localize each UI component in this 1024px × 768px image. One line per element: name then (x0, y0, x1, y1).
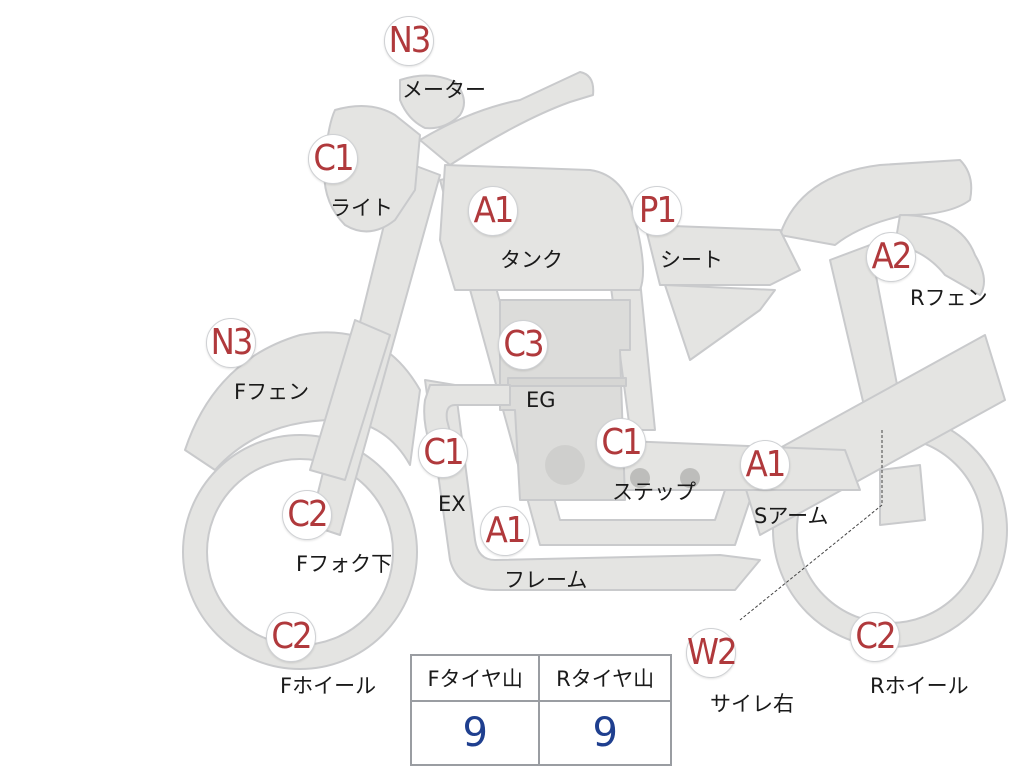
grade-badge: C2 (850, 612, 900, 662)
grade-badge: A2 (866, 232, 916, 282)
grade-badge: P1 (632, 186, 682, 236)
grade-badge: N3 (206, 318, 256, 368)
grade-badge: C1 (308, 134, 358, 184)
part-label: Rフェン (910, 286, 988, 310)
part-label: EX (438, 492, 466, 516)
seat-shape (779, 159, 973, 246)
muffler-leader-line (739, 430, 883, 621)
rear-tire-tread-header: Rタイヤ山 (538, 654, 672, 702)
front-tire-tread-value: 9 (409, 700, 541, 766)
part-label: EG (526, 388, 556, 412)
part-label: Fフェン (234, 380, 310, 404)
grade-badge: C3 (498, 320, 548, 370)
handlebar-shape (419, 71, 595, 166)
part-label: Sアーム (754, 504, 829, 528)
meter-shape (399, 74, 465, 130)
grade-badge: C2 (282, 490, 332, 540)
part-label: Rホイール (870, 674, 969, 698)
rear-fender-shape (894, 214, 985, 296)
part-label: ステップ (612, 480, 696, 504)
grade-badge: W2 (686, 628, 738, 678)
part-label: サイレ右 (710, 692, 794, 716)
part-label: Fフォク下 (296, 552, 393, 576)
part-label: Fホイール (280, 674, 377, 698)
part-label: ライト (330, 196, 393, 220)
part-label: シート (660, 248, 723, 272)
grade-badge: C1 (596, 418, 646, 468)
grade-badge: A1 (480, 506, 530, 556)
front-tire-tread-header: Fタイヤ山 (409, 654, 541, 702)
tire-tread-table: Fタイヤ山 Rタイヤ山 9 9 (409, 654, 672, 766)
grade-badge: C1 (418, 428, 468, 478)
part-label: メーター (402, 78, 486, 102)
part-label: フレーム (504, 568, 588, 592)
grade-badge: A1 (740, 440, 790, 490)
part-label: タンク (500, 248, 563, 272)
grade-badge: A1 (468, 186, 518, 236)
grade-badge: N3 (384, 16, 434, 66)
grade-badge: C2 (266, 612, 316, 662)
rear-tire-tread-value: 9 (538, 700, 672, 766)
